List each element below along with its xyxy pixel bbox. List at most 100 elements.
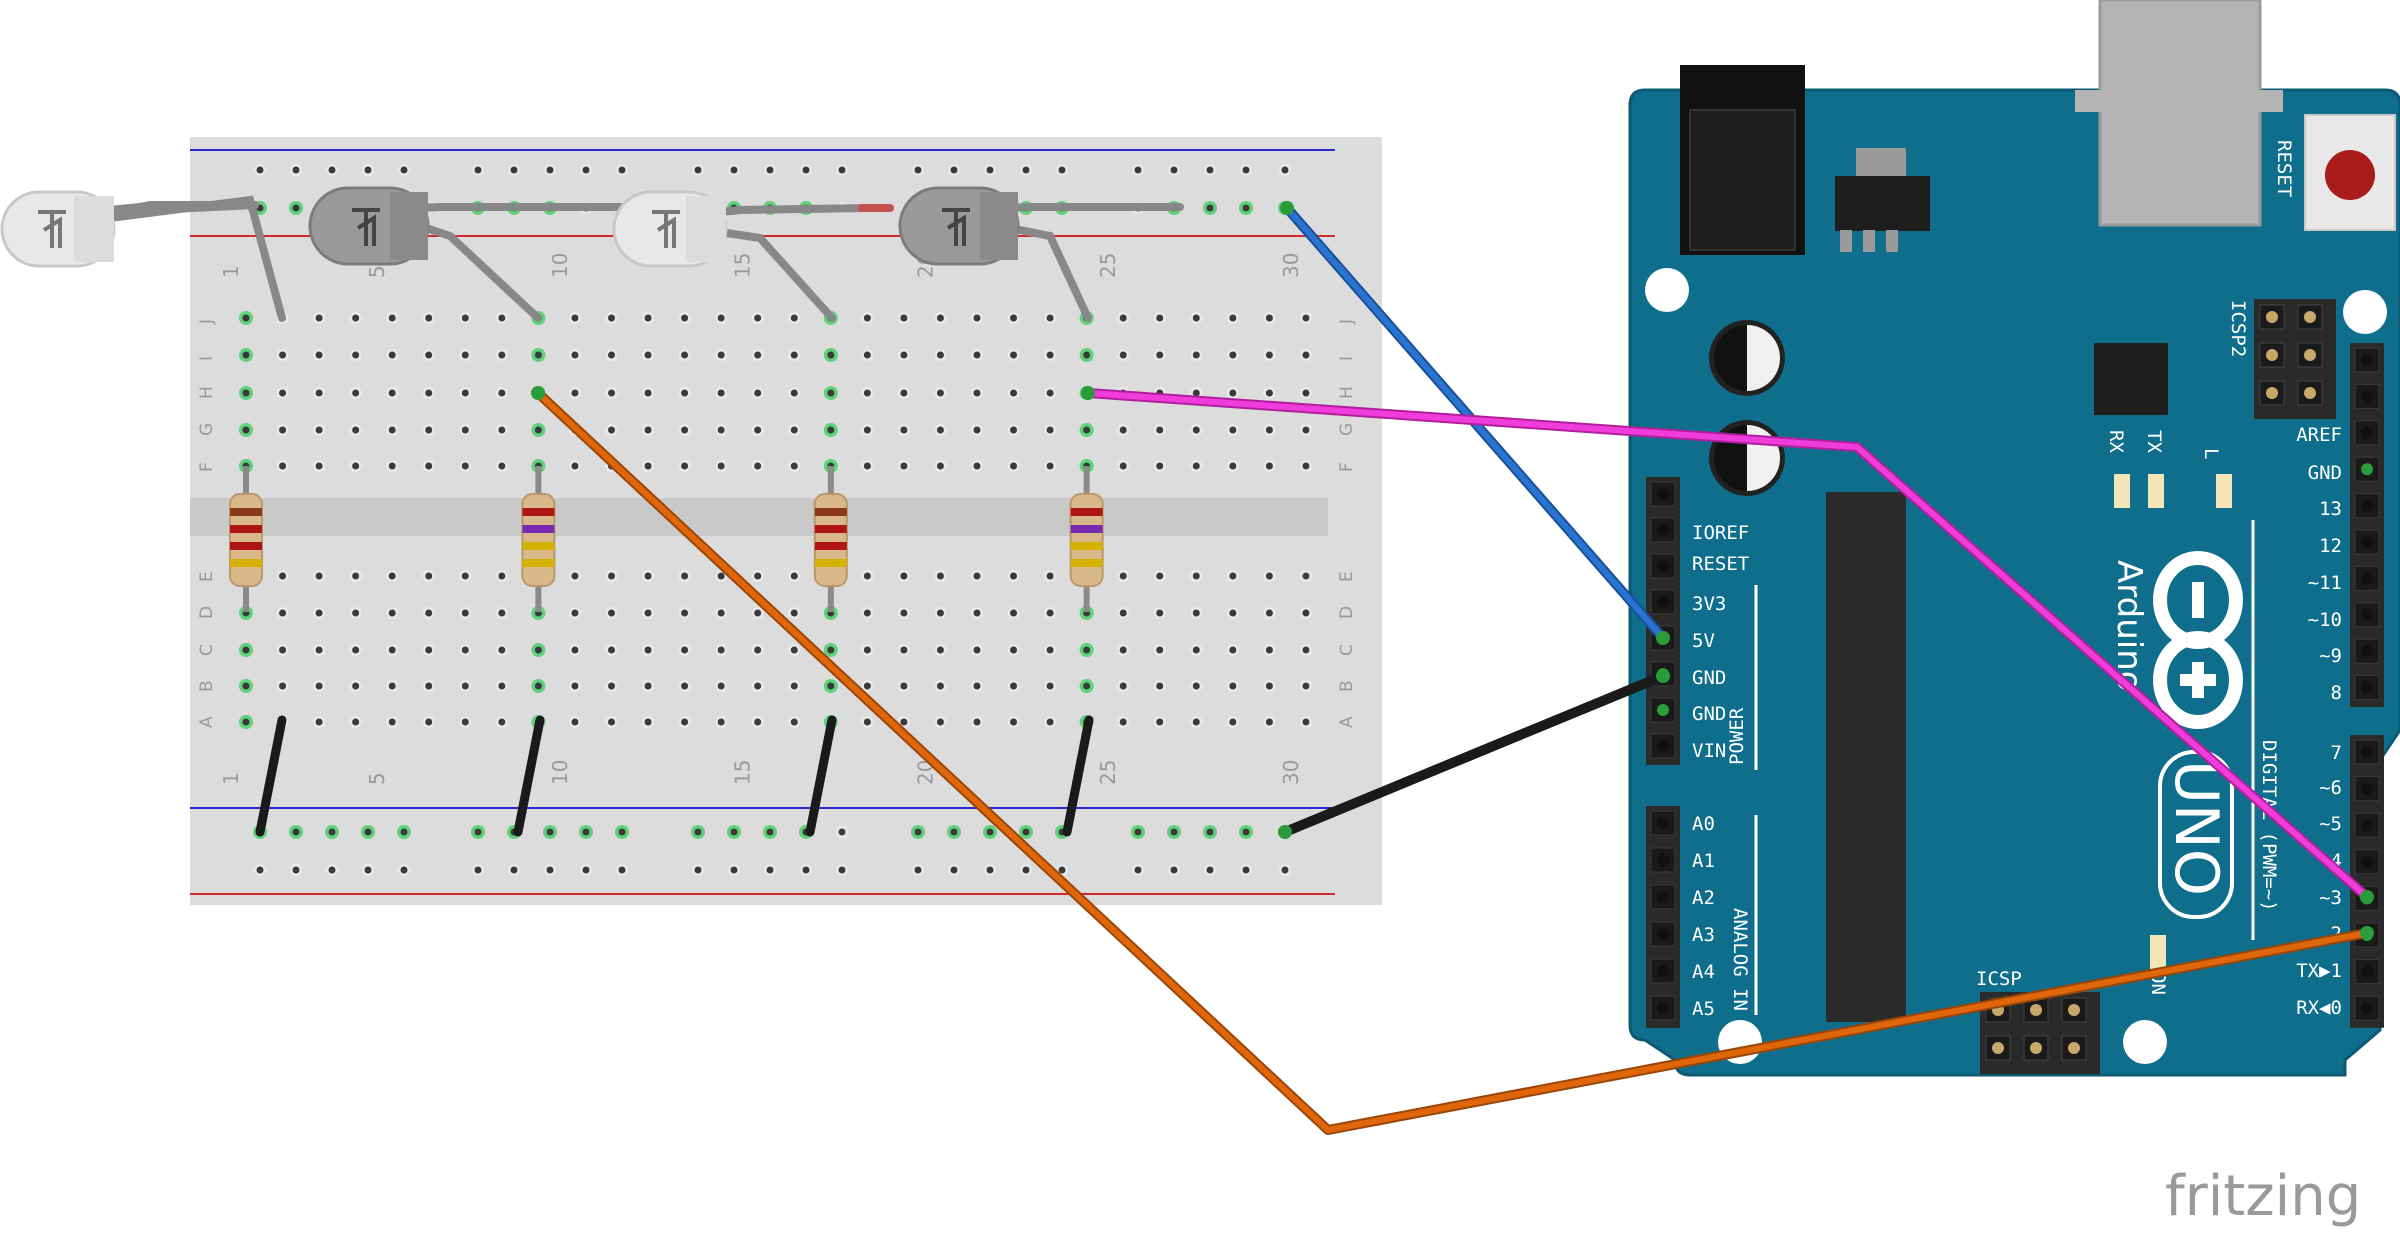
wires bbox=[533, 203, 2372, 1135]
row-letter: A bbox=[197, 716, 217, 728]
digital-pin-label: ~3 bbox=[2319, 887, 2342, 909]
analog-pin-label: A2 bbox=[1692, 887, 1715, 909]
fritzing-logo-text: fritzing bbox=[2165, 1164, 2361, 1229]
led-3 bbox=[612, 190, 728, 268]
digital-pin-label: ~10 bbox=[2308, 609, 2342, 631]
wire-black-gnd bbox=[1280, 671, 1668, 837]
icsp2-label: ICSP2 bbox=[2227, 300, 2249, 357]
analog-pin-label: A4 bbox=[1692, 961, 1715, 983]
power-pin-label: GND bbox=[1692, 703, 1726, 725]
mounting-hole bbox=[1645, 268, 1689, 312]
header-pin bbox=[1650, 589, 1676, 615]
black-jumpers bbox=[255, 715, 1094, 837]
power-pin-label: 5V bbox=[1692, 630, 1715, 652]
icsp2-header bbox=[2254, 299, 2336, 419]
row-letter: C bbox=[197, 644, 217, 656]
column-number-top: 25 bbox=[1096, 253, 1120, 278]
column-number-bottom: 10 bbox=[548, 760, 572, 785]
jumper-black-4 bbox=[1062, 715, 1094, 837]
digital-pin-label: 8 bbox=[2331, 682, 2342, 704]
jumper-black-1 bbox=[255, 715, 287, 837]
row-letter: J bbox=[197, 319, 217, 325]
row-letter: F bbox=[197, 462, 217, 472]
led-4 bbox=[898, 186, 1020, 266]
resistors bbox=[229, 466, 1104, 612]
row-letter: F bbox=[1337, 462, 1357, 472]
row-letter: I bbox=[1337, 356, 1357, 361]
resistor-1 bbox=[229, 466, 263, 612]
digital-pin-label: 4 bbox=[2331, 850, 2342, 872]
analog-pin-label: A3 bbox=[1692, 924, 1715, 946]
arduino-logo bbox=[2153, 551, 2243, 729]
led-2 bbox=[308, 186, 430, 266]
led-1-leg-rail bbox=[111, 201, 259, 216]
analog-pin-label: A1 bbox=[1692, 850, 1715, 872]
row-letter: H bbox=[1337, 386, 1357, 399]
resistor-4 bbox=[1069, 466, 1104, 612]
usb-connector bbox=[2098, 0, 2262, 227]
wire-endpoints bbox=[531, 201, 2374, 940]
row-letter: D bbox=[197, 606, 217, 619]
digital-label: DIGITAL (PWM=~) bbox=[2258, 740, 2280, 912]
reset-label: RESET bbox=[2273, 140, 2295, 197]
breadboard-center-channel bbox=[190, 498, 1328, 536]
led-2-leg-anode bbox=[416, 222, 542, 322]
analog-pin-label: A0 bbox=[1692, 813, 1715, 835]
header-pin bbox=[2354, 959, 2380, 985]
on-led bbox=[2150, 935, 2166, 969]
infinity-right bbox=[2153, 631, 2243, 729]
leds bbox=[0, 186, 1020, 268]
power-pin-label: VIN bbox=[1692, 740, 1726, 762]
power-label: POWER bbox=[1726, 707, 1748, 765]
header-strip bbox=[1646, 806, 1680, 1028]
column-number-top: 15 bbox=[731, 253, 755, 278]
arduino-uno: RESET ICSP2 RX TX L Arduino UNO IOREF bbox=[1628, 0, 2400, 1077]
row-letter: J bbox=[1337, 319, 1357, 325]
led-4-leg-rail bbox=[1006, 203, 1184, 212]
led-3-leg-rail bbox=[716, 204, 874, 216]
led-1 bbox=[0, 190, 116, 268]
power-pin-label: 3V3 bbox=[1692, 593, 1726, 615]
digital-pin-label: 7 bbox=[2331, 742, 2342, 764]
row-letter: D bbox=[1337, 606, 1357, 619]
digital-pin-label: 13 bbox=[2319, 498, 2342, 520]
power-pin-label: IOREF bbox=[1692, 522, 1749, 544]
power-pin-label: RESET bbox=[1692, 553, 1749, 575]
header-pin bbox=[2354, 675, 2380, 701]
row-letter: A bbox=[1337, 716, 1357, 728]
column-number-bottom: 5 bbox=[365, 772, 389, 785]
column-number-top: 5 bbox=[365, 265, 389, 278]
row-letter: B bbox=[1337, 680, 1357, 692]
digital-pin-label: AREF bbox=[2296, 424, 2342, 446]
column-number-bottom: 30 bbox=[1279, 760, 1303, 785]
l-led bbox=[2216, 474, 2232, 508]
digital-pin-label: ~5 bbox=[2319, 813, 2342, 835]
digital-pin-label: RX◀0 bbox=[2296, 997, 2342, 1019]
resistor-2 bbox=[521, 466, 556, 612]
mounting-hole bbox=[2343, 290, 2387, 334]
row-letter: I bbox=[197, 356, 217, 361]
l-label: L bbox=[2200, 448, 2222, 459]
analog-pin-label: A5 bbox=[1692, 998, 1715, 1020]
digital-pin-label: GND bbox=[2308, 462, 2342, 484]
rx-label: RX bbox=[2105, 430, 2127, 453]
fritzing-brand: fritzing bbox=[2165, 1164, 2361, 1229]
rx-led bbox=[2114, 474, 2130, 508]
row-letter: B bbox=[197, 680, 217, 692]
row-letter: C bbox=[1337, 644, 1357, 656]
column-number-bottom: 25 bbox=[1096, 760, 1120, 785]
digital-pin-label: ~11 bbox=[2308, 572, 2342, 594]
mounting-hole bbox=[2123, 1020, 2167, 1064]
digital-pin-label: ~6 bbox=[2319, 777, 2342, 799]
column-number-top: 10 bbox=[548, 253, 572, 278]
tx-led bbox=[2148, 474, 2164, 508]
row-letter: E bbox=[1337, 571, 1357, 582]
power-pin-label: GND bbox=[1692, 667, 1726, 689]
digital-pin-label: ~9 bbox=[2319, 645, 2342, 667]
uno-text: UNO bbox=[2161, 760, 2231, 896]
column-number-bottom: 1 bbox=[219, 772, 243, 785]
row-letter: E bbox=[197, 571, 217, 582]
led-3-leg-anode bbox=[716, 228, 836, 322]
